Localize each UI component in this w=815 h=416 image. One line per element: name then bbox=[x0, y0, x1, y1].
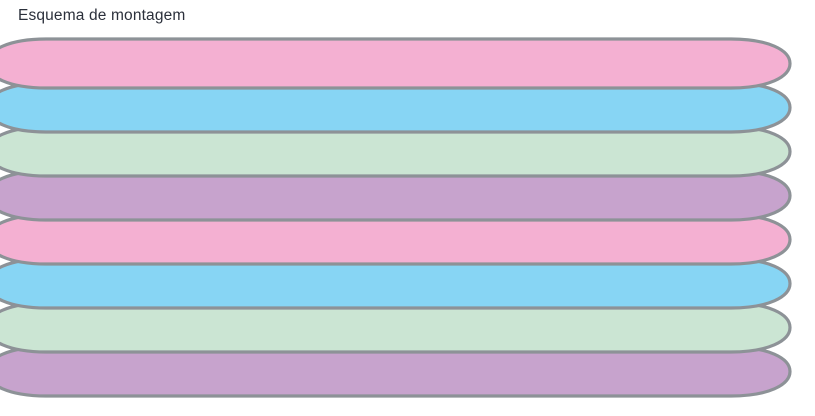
layer-shape-pink-1 bbox=[0, 37, 792, 90]
diagram-layer-1[interactable] bbox=[0, 36, 800, 98]
diagram-layer-6[interactable] bbox=[0, 256, 800, 318]
page-title: Esquema de montagem bbox=[18, 7, 186, 24]
diagram-layer-7[interactable] bbox=[0, 300, 800, 362]
layer-shape-blue-2 bbox=[0, 81, 792, 134]
layer-shape-blue-6 bbox=[0, 257, 792, 310]
layer-shape-green-3 bbox=[0, 125, 792, 178]
diagram-layer-5[interactable] bbox=[0, 212, 800, 274]
layer-shape-green-7 bbox=[0, 301, 792, 354]
diagram-layer-4[interactable] bbox=[0, 168, 800, 230]
layer-stack bbox=[0, 36, 815, 398]
layer-shape-purple-4 bbox=[0, 169, 792, 222]
diagram-layer-3[interactable] bbox=[0, 124, 800, 186]
diagram-layer-2[interactable] bbox=[0, 80, 800, 142]
layer-shape-purple-8 bbox=[0, 345, 792, 398]
layer-shape-pink-5 bbox=[0, 213, 792, 266]
diagram-layer-8[interactable] bbox=[0, 344, 800, 406]
